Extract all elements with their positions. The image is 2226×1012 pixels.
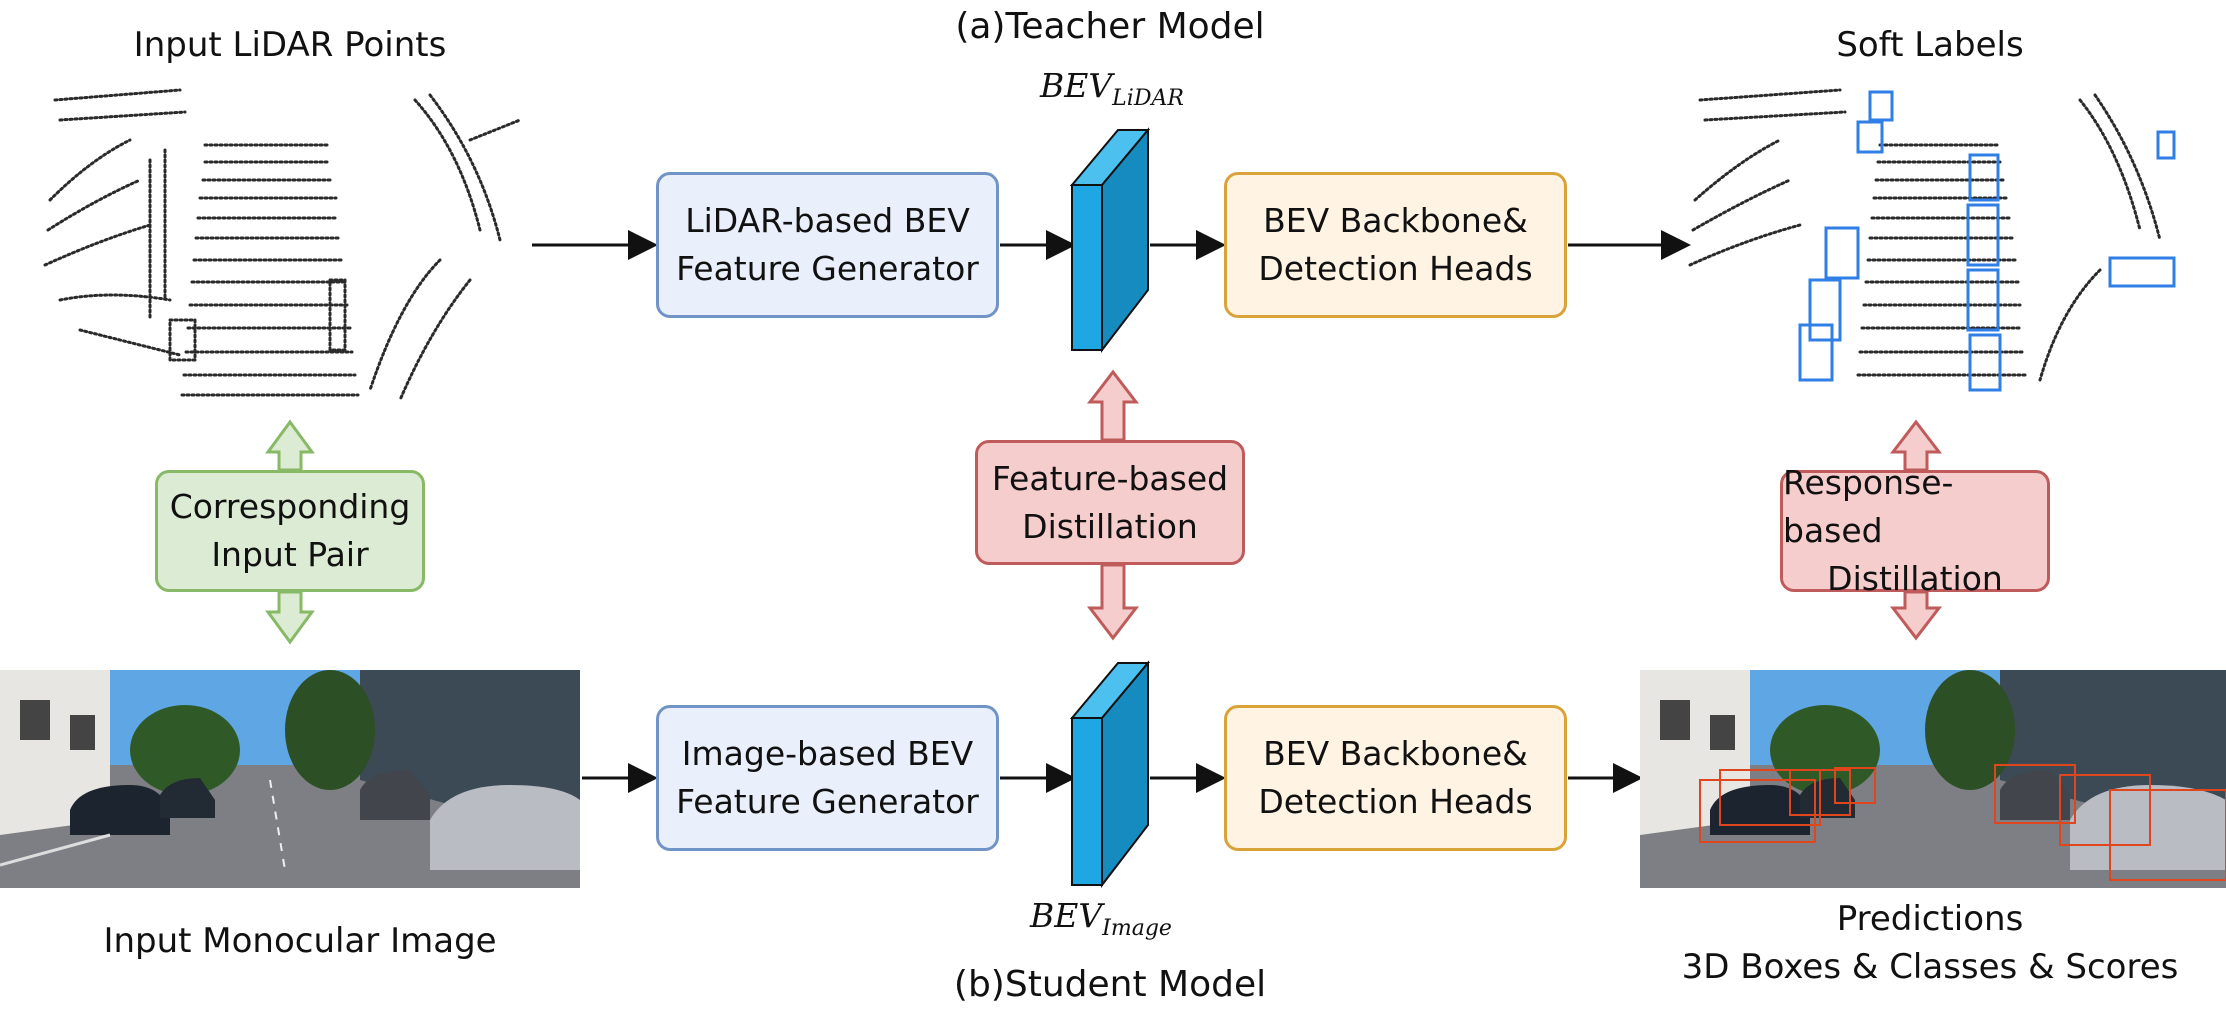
bev-lidar-feature-block xyxy=(1069,127,1151,353)
bev-lidar-label: BEVLiDAR xyxy=(1040,66,1184,111)
student-model-title: (b)Student Model xyxy=(953,964,1267,1005)
student-detection-head-box: BEV Backbone&Detection Heads xyxy=(1224,705,1567,851)
lidar-input-caption: Input LiDAR Points xyxy=(133,25,447,65)
bev-image-label: BEVImage xyxy=(1030,896,1172,941)
predictions-detail-caption: 3D Boxes & Classes & Scores xyxy=(1681,947,2179,987)
teacher-model-title: (a)Teacher Model xyxy=(955,6,1265,47)
input-monocular-image xyxy=(0,670,580,888)
bev-image-feature-block xyxy=(1069,660,1151,888)
soft-labels-caption: Soft Labels xyxy=(1836,25,2024,65)
predictions-caption: Predictions xyxy=(1836,899,2024,939)
predictions-image xyxy=(1640,670,2226,888)
image-input-caption: Input Monocular Image xyxy=(103,921,497,961)
pair-arrow xyxy=(265,419,315,645)
teacher-detection-head-box: BEV Backbone&Detection Heads xyxy=(1224,172,1567,318)
